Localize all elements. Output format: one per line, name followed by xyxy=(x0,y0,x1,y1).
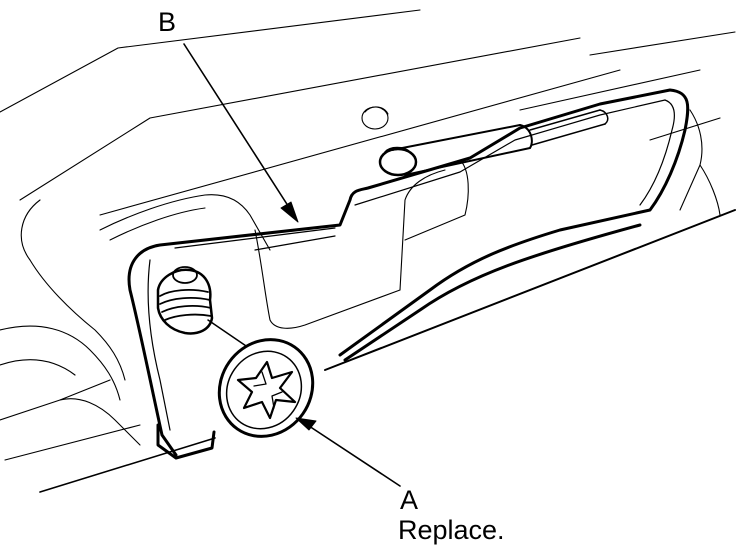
lower-edge xyxy=(39,437,216,493)
leader-a xyxy=(305,423,401,487)
callout-label-a: A xyxy=(400,485,419,515)
arrowhead-b xyxy=(280,201,299,223)
callout-leaders xyxy=(183,43,401,487)
arrowhead-a xyxy=(295,417,317,431)
torx-screw xyxy=(217,338,315,438)
bracket-detail xyxy=(147,99,676,431)
callout-note-a: Replace. xyxy=(398,515,505,545)
leader-b xyxy=(183,43,293,213)
threaded-stud xyxy=(156,266,214,335)
right-edge xyxy=(324,209,736,371)
body-panel xyxy=(0,9,736,461)
alignment-line xyxy=(207,319,253,351)
callout-label-b: B xyxy=(158,7,177,37)
hinge-bracket xyxy=(127,88,690,460)
hinge-pin xyxy=(378,109,609,177)
